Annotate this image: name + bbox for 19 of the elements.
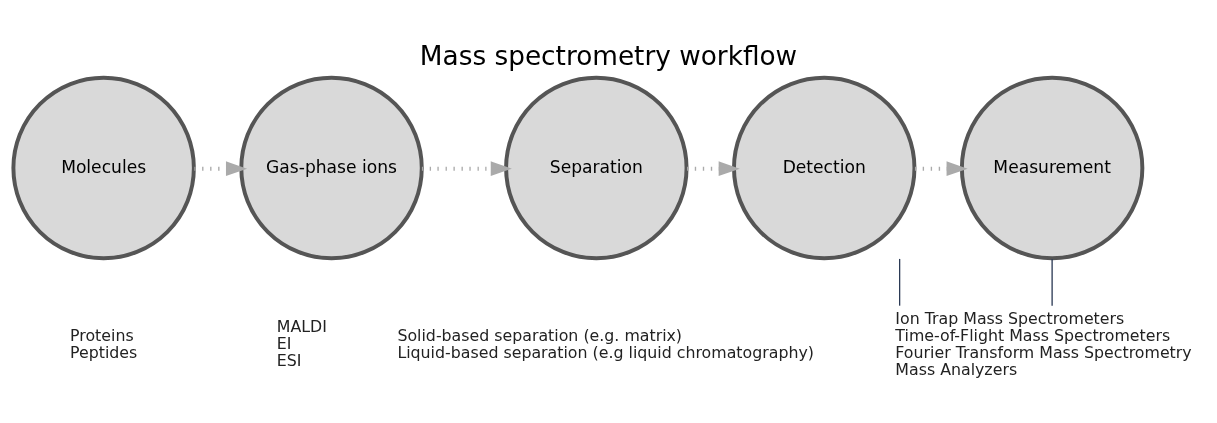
arrow (914, 161, 968, 177)
node-text: Ion Trap Mass Spectrometers Time-of-Flight Mass Spectrometers Fourier Transform Mass Spectrometry Mass Analyzers (895, 308, 1192, 379)
node-circle: Gas-phase ions (239, 75, 424, 261)
arrow (194, 161, 248, 177)
node-circle: Separation (504, 75, 689, 261)
arrow (421, 161, 512, 177)
node-label: Solid-based separation (e.g. matrix) (397, 325, 683, 345)
arrow (687, 161, 740, 177)
connector (1051, 258, 1053, 307)
node-label: ESI (276, 351, 302, 371)
connector (898, 258, 901, 307)
node-circle: Molecules (11, 75, 196, 261)
node-circle: Measurement (959, 75, 1145, 261)
node-label: Peptides (70, 342, 138, 362)
node-label: Proteins (70, 325, 134, 345)
node-label: EI (276, 334, 292, 354)
node-label: MALDI (276, 317, 327, 337)
node-circle: Detection (732, 75, 917, 261)
diagram-title: Mass spectrometry workflow (419, 40, 798, 71)
